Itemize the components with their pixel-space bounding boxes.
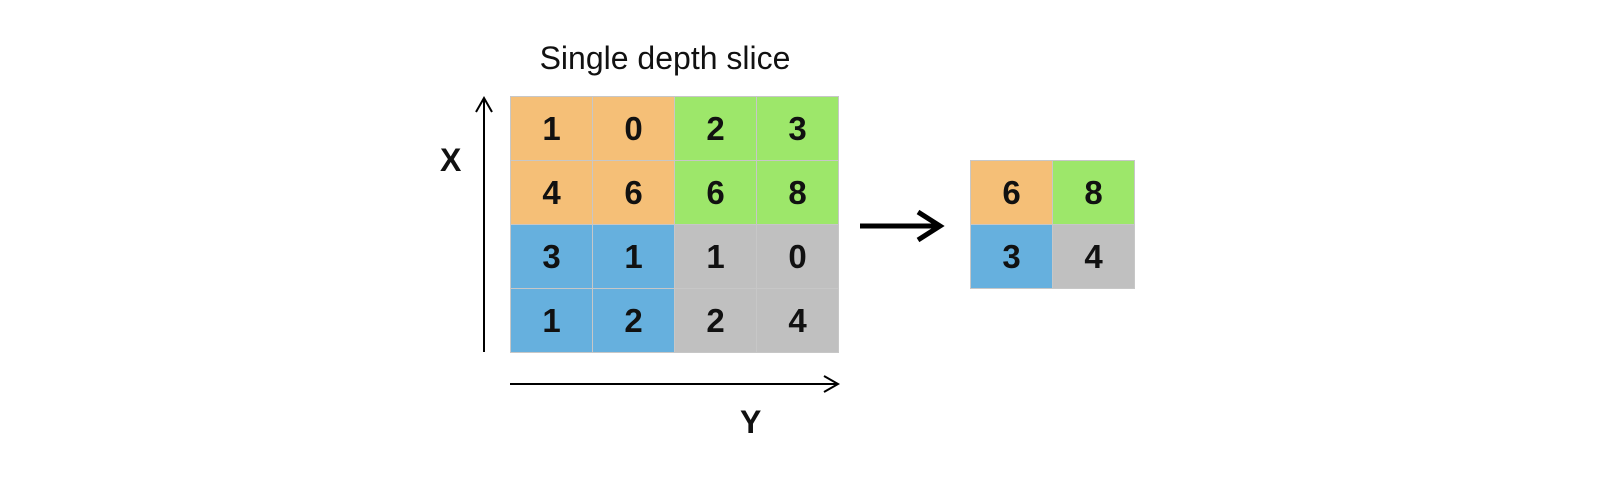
input-cell-r3-c4: 0	[757, 225, 838, 288]
input-cell-r4-c2: 2	[593, 289, 674, 352]
diagram-title: Single depth slice	[539, 40, 791, 76]
output-cell-r2-c2: 4	[1053, 225, 1134, 288]
input-cell-r4-c3: 2	[675, 289, 756, 352]
input-cell-r1-c3: 2	[675, 97, 756, 160]
input-cell-r2-c2: 6	[593, 161, 674, 224]
y-axis-arrowhead	[823, 375, 841, 393]
input-cell-r1-c4: 3	[757, 97, 838, 160]
output-cell-r2-c1: 3	[971, 225, 1052, 288]
x-axis-arrowhead	[475, 95, 493, 113]
input-cell-r2-c3: 6	[675, 161, 756, 224]
input-cell-r4-c4: 4	[757, 289, 838, 352]
input-cell-r4-c1: 1	[511, 289, 592, 352]
output-cell-r1-c1: 6	[971, 161, 1052, 224]
input-cell-r2-c1: 4	[511, 161, 592, 224]
y-axis-label: Y	[740, 404, 762, 440]
x-axis-label: X	[440, 142, 462, 178]
input-cell-r3-c2: 1	[593, 225, 674, 288]
input-cell-r1-c2: 0	[593, 97, 674, 160]
transform-arrowhead	[916, 209, 945, 243]
input-cell-r2-c4: 8	[757, 161, 838, 224]
input-cell-r3-c3: 1	[675, 225, 756, 288]
input-cell-r3-c1: 3	[511, 225, 592, 288]
output-cell-r1-c2: 8	[1053, 161, 1134, 224]
input-cell-r1-c1: 1	[511, 97, 592, 160]
